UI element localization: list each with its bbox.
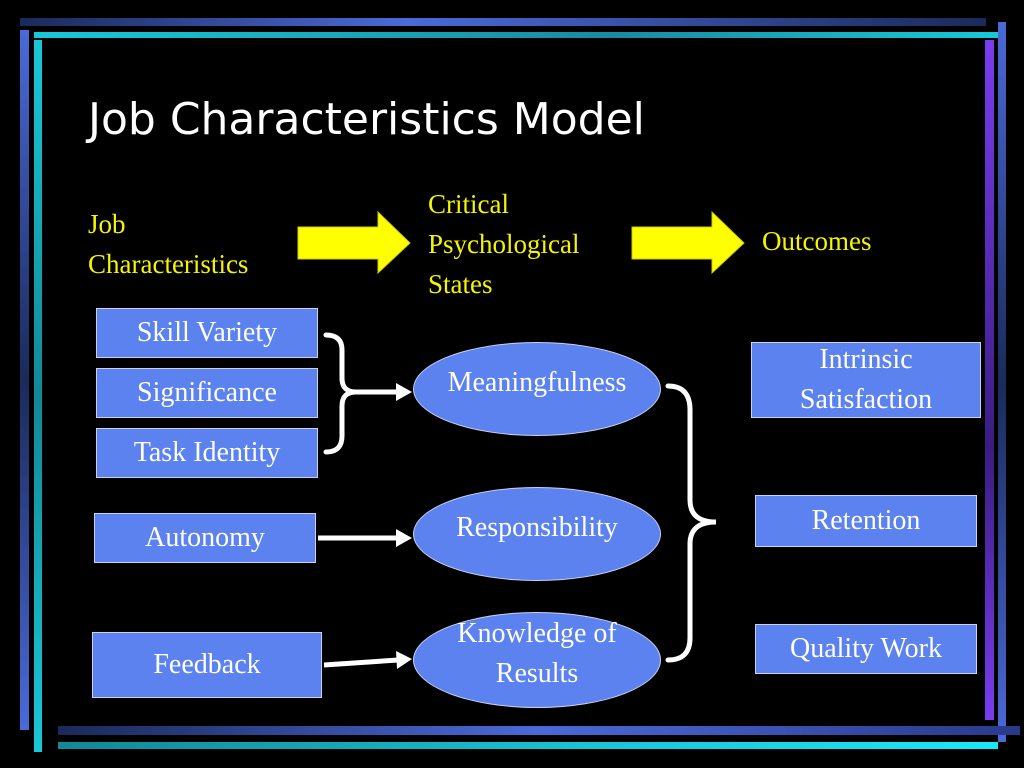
box-feedback-label: Feedback xyxy=(153,649,261,680)
slide-title: Job Characteristics Model xyxy=(88,94,645,145)
frame-left-bar-accent xyxy=(34,40,42,752)
ellipse-meaningfulness: Meaningfulness xyxy=(413,342,661,436)
frame-top-bar xyxy=(20,18,986,26)
box-feedback: Feedback xyxy=(92,632,322,698)
box-skill-variety-label: Skill Variety xyxy=(136,317,278,348)
box-skill-variety: Skill Variety xyxy=(96,308,318,358)
box-task-identity: Task Identity xyxy=(96,428,318,478)
box-intrinsic-satisfaction: Intrinsic Satisfaction xyxy=(751,342,981,418)
frame-right-bar xyxy=(985,40,994,720)
box-retention-label: Retention xyxy=(811,505,921,536)
header-job-characteristics: Job Characteristics xyxy=(88,209,249,279)
box-task-identity-label: Task Identity xyxy=(133,437,281,468)
header-critical-states: Critical Psychological States xyxy=(428,189,580,299)
ellipse-meaningfulness-label: Meaningfulness xyxy=(447,367,627,398)
yellow-arrow-left xyxy=(297,210,411,275)
box-intrinsic-satisfaction-label: Intrinsic Satisfaction xyxy=(799,344,933,415)
frame-bottom-bar xyxy=(58,726,1020,735)
box-quality-work-label: Quality Work xyxy=(790,633,942,664)
brace-characteristics xyxy=(323,332,357,455)
frame-right-bar-accent xyxy=(998,22,1006,742)
arrowhead-knowledge xyxy=(396,651,412,669)
yellow-arrow-right xyxy=(631,210,745,275)
ellipse-knowledge-of-results: Knowledge of Results xyxy=(413,612,661,708)
box-autonomy: Autonomy xyxy=(94,513,316,563)
frame-left-bar xyxy=(20,30,29,730)
box-quality-work: Quality Work xyxy=(755,624,977,674)
arrowhead-meaningfulness xyxy=(396,383,412,401)
box-autonomy-label: Autonomy xyxy=(145,522,265,553)
box-significance: Significance xyxy=(96,368,318,418)
frame-top-bar-accent xyxy=(34,32,998,38)
ellipse-responsibility: Responsibility xyxy=(413,487,661,581)
arrow-line-knowledge xyxy=(323,657,399,668)
brace-states xyxy=(665,383,717,663)
ellipse-knowledge-of-results-label: Knowledge of Results xyxy=(457,618,617,689)
header-outcomes: Outcomes xyxy=(762,226,872,256)
box-significance-label: Significance xyxy=(137,377,277,408)
frame-bottom-bar-accent xyxy=(58,742,998,749)
ellipse-responsibility-label: Responsibility xyxy=(456,512,618,543)
arrowhead-responsibility xyxy=(396,529,412,547)
box-retention: Retention xyxy=(755,495,977,547)
